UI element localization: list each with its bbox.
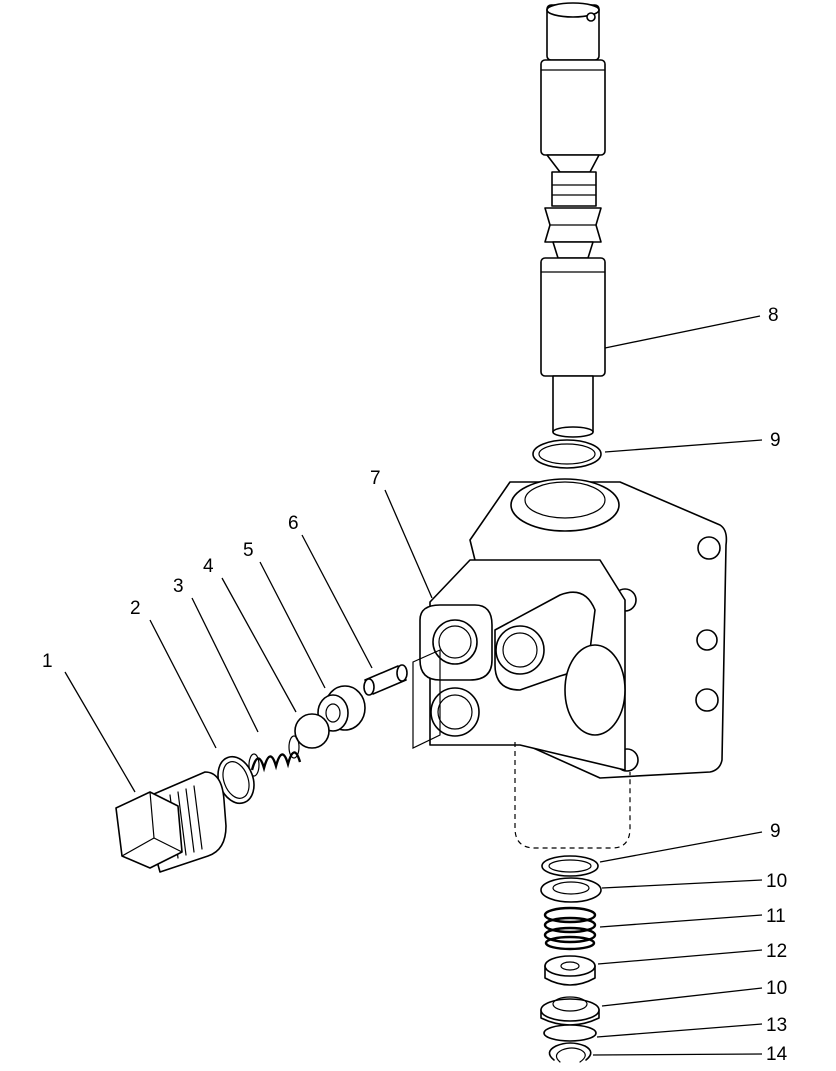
- o-ring-part-9-upper: [532, 439, 602, 469]
- leader-3: [191, 597, 259, 733]
- plug-part-1: [115, 771, 227, 873]
- callout-14: 14: [766, 1044, 788, 1065]
- callout-7: 7: [370, 468, 381, 489]
- leader-1: [64, 671, 136, 793]
- washer-part-10-upper: [540, 877, 602, 903]
- leader-8: [604, 315, 761, 349]
- leader-11: [599, 914, 763, 928]
- leader-5: [259, 561, 326, 689]
- spacer-part-12: [544, 955, 596, 986]
- callout-labels: 1 2 3 4 5 6 7 8 9 9 10 11 12 10 13 14: [42, 305, 788, 1065]
- callout-9-upper: 9: [770, 430, 781, 451]
- callout-11: 11: [766, 906, 786, 927]
- o-ring-part-9-lower: [541, 855, 599, 877]
- callout-10-lower: 10: [766, 978, 787, 999]
- callout-10-upper: 10: [766, 871, 787, 892]
- leader-12: [597, 949, 763, 965]
- callout-5: 5: [243, 540, 254, 561]
- seat-part-5: [317, 685, 366, 732]
- leader-9-lower: [599, 831, 763, 863]
- snap-ring-part-14: [548, 1042, 592, 1063]
- washer-part-10-lower: [540, 996, 600, 1026]
- leader-14: [592, 1053, 763, 1056]
- leader-7: [384, 489, 433, 599]
- callout-8: 8: [768, 305, 779, 326]
- spring-part-3: [248, 735, 302, 777]
- leader-9-upper: [604, 439, 763, 453]
- leader-2: [149, 619, 217, 749]
- callout-6: 6: [288, 513, 299, 534]
- callout-12: 12: [766, 941, 787, 962]
- o-ring-part-2: [217, 755, 255, 805]
- callout-9-lower: 9: [770, 821, 781, 842]
- spring-part-11: [543, 906, 597, 951]
- plunger-part-6: [363, 664, 408, 696]
- callout-13: 13: [766, 1015, 787, 1036]
- callout-2: 2: [130, 598, 141, 619]
- leader-lines: [64, 315, 763, 1056]
- ball-part-4: [294, 713, 330, 749]
- leader-4: [221, 577, 297, 713]
- leader-13: [596, 1023, 763, 1038]
- callout-3: 3: [173, 576, 184, 597]
- leader-6: [301, 534, 373, 669]
- spacer-part-13: [543, 1024, 597, 1042]
- spool-part-8: [540, 2, 606, 438]
- valve-body-part-7: [412, 478, 728, 849]
- callout-4: 4: [203, 556, 214, 577]
- leader-10-lower: [601, 987, 763, 1007]
- callout-1: 1: [42, 651, 53, 672]
- leader-10-upper: [601, 879, 763, 889]
